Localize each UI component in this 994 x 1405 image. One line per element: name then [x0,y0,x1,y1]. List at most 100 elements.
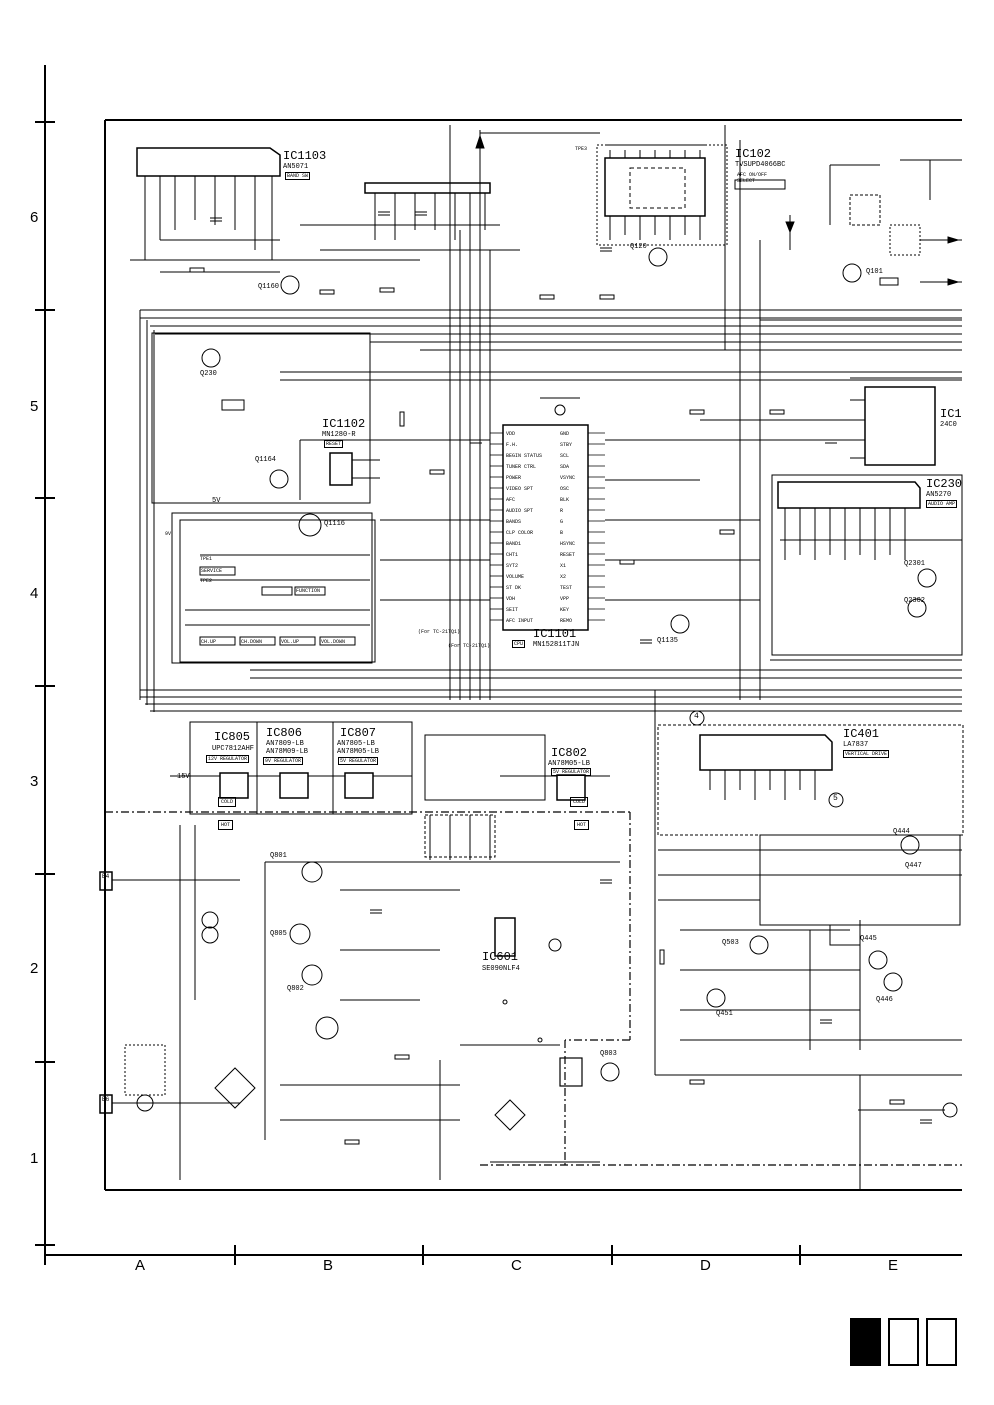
q801-label: Q801 [270,852,287,860]
bus-wiring [139,125,962,1076]
q802-label: Q802 [287,985,304,993]
cpu-pin-r16: VPP [560,596,570,602]
ic1103-func: BAND SW [285,172,311,180]
ic601-ref: IC601 [482,950,519,964]
row-label-6: 6 [30,209,39,226]
connector-e6: E6 [102,1096,110,1103]
eeprom-ref: IC1 [940,407,962,421]
note-tc21-2: (For TC-21TQ1) [448,643,491,649]
ic102-func: AFC ON/OFF SELECT [737,172,768,184]
cpu-pin-r11: HSYNC [560,541,576,547]
ic805-ref: IC805 [214,730,251,744]
col-label-a: A [135,1257,146,1274]
switch-ch-up: CH.UP [201,639,217,645]
ic1102-ref: IC1102 [322,417,366,431]
cpu-pin-l11: BAND1 [506,541,522,547]
cpu-pin-r13: X1 [560,563,567,569]
regulator-row [170,721,610,860]
cpu-pin-l2: F.H. [506,442,519,448]
sheet-position-icon [850,1318,958,1370]
ic102-ref: IC102 [735,147,772,161]
q1160-label: Q1160 [258,283,280,291]
note-tpe1: TPE1 [200,556,213,562]
ic806-ref: IC806 [266,726,303,740]
note-5v: 5V [212,497,221,505]
hot-label-right: HOT [574,820,590,830]
ic806-part: AN7809-LB [266,740,304,748]
cpu-pin-l10: CLP COLOR [506,530,534,536]
cpu-pin-l12: CHT1 [506,552,519,558]
cpu-pin-l13: SYT2 [506,563,519,569]
ic1101-part: MN152811TJN [533,641,580,649]
cpu-pin-r4: SDA [560,464,570,470]
cold-label-right: COLD [570,797,589,807]
ic802-ref: IC802 [551,746,588,760]
deflection-block [680,920,962,1190]
ic805-func: 12V REGULATOR [206,755,250,763]
sheet-panel-2 [888,1318,919,1366]
cpu-pin-r8: R [560,508,564,514]
cpu-pin-l3: BEGIN STATUS [506,453,543,459]
component-ticks [189,211,932,1145]
note-15v: 15V [177,773,190,781]
note-tpe2: TPE2 [200,578,213,584]
q1135-label: Q1135 [657,637,679,645]
ic805-part: UPC7812AHF [212,745,255,753]
sheet-panel-1 [850,1318,881,1366]
sheet-panel-3 [926,1318,957,1366]
cpu-pins-left: VDD F.H. BEGIN STATUS TUNER CTRL POWER V… [506,429,542,627]
cpu-pin-l7: AFC [506,497,516,503]
tuner-strip [300,132,600,251]
cpu-pin-r15: TEST [560,585,573,591]
col-label-e: E [888,1257,899,1274]
cpu-pin-l8: AUDIO SPT [506,508,534,514]
cpu-pin-r18: REMO [560,618,573,624]
row-label-2: 2 [30,960,39,977]
ic807-part: AN7805-LB [337,740,375,748]
cpu-pin-l17: SEIT [506,607,519,613]
switch-function: FUNCTION [296,588,321,594]
ic1103-ref: IC1103 [283,149,327,163]
ic230-ref: IC230 [926,477,963,491]
ic802-part: AN78M05-LB [548,760,591,768]
ic102-block [596,144,786,267]
ic401-block [657,710,964,926]
q445-label: Q445 [860,935,877,943]
ic1103-part: AN5071 [283,163,309,171]
ic230-block [771,474,963,656]
q2302-label: Q2302 [904,597,926,605]
cpu-pin-r9: G [560,519,564,525]
q101-block [785,159,962,286]
eeprom-partial [700,386,936,466]
q447-label: Q447 [905,862,922,870]
cpu-pin-l1: VDD [506,431,516,437]
cpu-pin-r3: SCL [560,453,570,459]
connector-e4: E4 [102,873,110,880]
marker-4: 4 [694,712,699,721]
q444-label: Q444 [893,828,910,836]
ic1101-cpu [380,397,760,634]
ic802-func: 5V REGULATOR [551,768,592,776]
key-switch-matrix [171,512,376,664]
cpu-pin-l4: TUNER CTRL [506,464,537,470]
ic807-func: 5V REGULATOR [338,757,379,765]
ic401-ref: IC401 [843,727,880,741]
col-label-b: B [323,1257,334,1274]
cpu-pin-r1: GND [560,431,570,437]
q230-label: Q230 [200,370,217,378]
eeprom-part: 24C0 [940,421,957,429]
ic807-ref: IC807 [340,726,377,740]
q451-label: Q451 [716,1010,733,1018]
cpu-pin-r12: RESET [560,552,576,558]
q503-label: Q503 [722,939,739,947]
marker-5: 5 [833,794,838,803]
note-tpe3: TPE3 [575,146,588,152]
ic1102-func: RESET [324,440,344,448]
cpu-pin-r14: X2 [560,574,567,580]
ic806-part2: AN78M09-LB [266,748,309,756]
ic102-part: TVSUPD4066BC [735,161,786,169]
q803-label: Q803 [600,1050,617,1058]
ic1101-func: CPU [512,640,526,648]
ic401-func: VERTICAL DRIVE [843,750,890,758]
